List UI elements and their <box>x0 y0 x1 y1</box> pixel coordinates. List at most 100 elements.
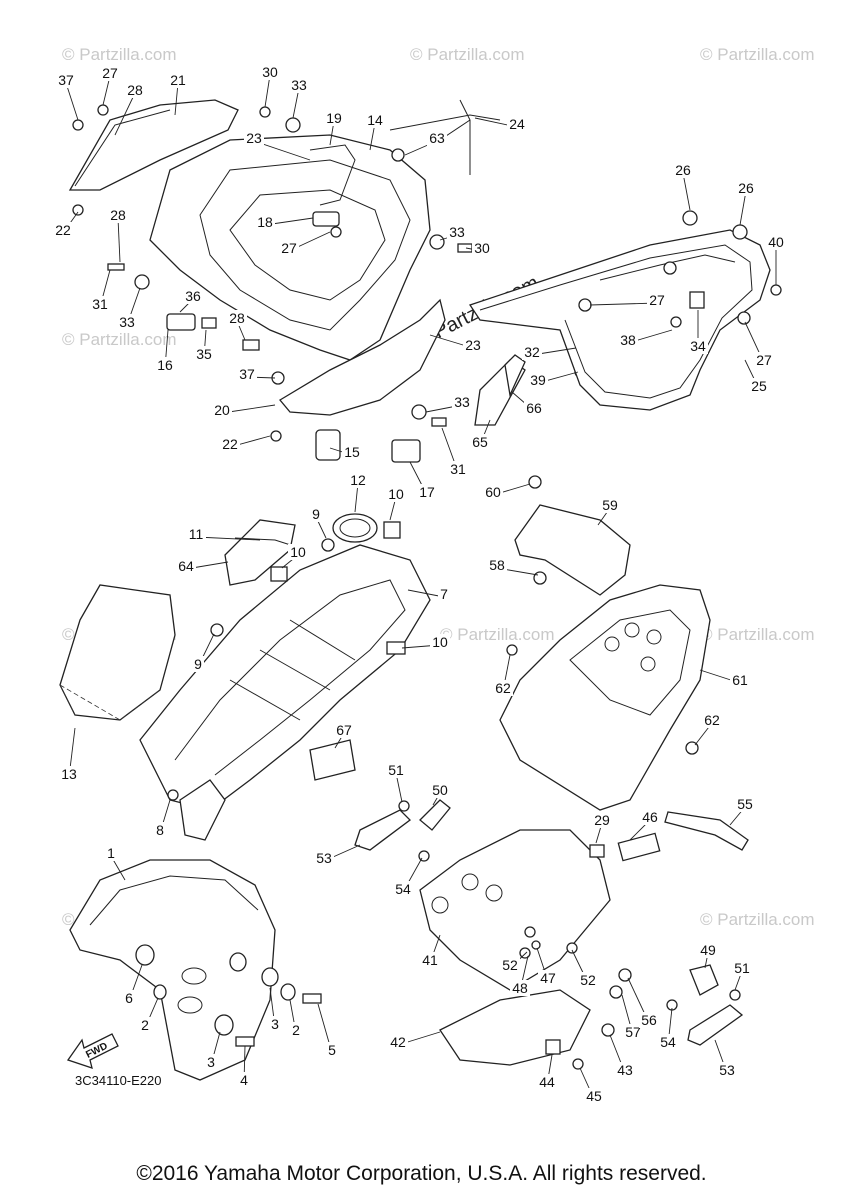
callout-background <box>615 1062 635 1078</box>
leader-line <box>739 190 747 226</box>
callout-background <box>90 296 110 312</box>
callout-label: 14 <box>367 112 383 128</box>
callout-background <box>155 357 175 373</box>
callout-label: 52 <box>580 972 596 988</box>
callout-background <box>393 881 413 897</box>
bracket-19 <box>309 144 356 206</box>
callout-background <box>447 224 467 240</box>
callout-label: 62 <box>495 680 511 696</box>
callout-label: 38 <box>620 332 636 348</box>
callout-background <box>438 586 450 602</box>
callout-background <box>334 722 354 738</box>
callout-background <box>386 486 406 502</box>
callout-label: 27 <box>756 352 772 368</box>
callout-background <box>430 782 450 798</box>
watermark-text: © Partzilla.com <box>700 910 815 929</box>
callout-background <box>702 712 722 728</box>
callout-background <box>500 957 520 973</box>
callout-label: 63 <box>429 130 445 146</box>
callout-label: 11 <box>189 526 204 542</box>
callout-label: 52 <box>502 957 518 973</box>
callout-label: 50 <box>432 782 448 798</box>
callout-background <box>244 130 264 146</box>
callout-label: 67 <box>336 722 352 738</box>
callout-background <box>117 314 137 330</box>
callout-background <box>310 506 322 522</box>
reflector-53-top <box>354 809 411 851</box>
ring-12 <box>332 513 378 543</box>
callout-background <box>430 634 450 650</box>
small-parts-lower-left <box>135 944 322 1047</box>
callout-background <box>53 222 73 238</box>
callout-label: 15 <box>344 444 360 460</box>
callout-background <box>647 292 667 308</box>
callout-label: 42 <box>390 1034 406 1050</box>
callout-label: 2 <box>141 1017 149 1033</box>
callout-background <box>324 110 344 126</box>
watermark-text: © Partzilla.com <box>410 45 525 64</box>
callout-label: 10 <box>388 486 404 502</box>
callout-label: 30 <box>262 64 278 80</box>
callout-label: 9 <box>312 506 320 522</box>
callout-label: 43 <box>617 1062 633 1078</box>
callout-background <box>538 970 558 986</box>
callout-label: 54 <box>660 1034 676 1050</box>
callout-label: 44 <box>539 1074 555 1090</box>
callout-background <box>524 400 544 416</box>
callout-label: 61 <box>732 672 748 688</box>
callout-background <box>584 1088 604 1104</box>
bracket-50 <box>419 799 451 831</box>
leader-line <box>682 172 691 211</box>
callout-label: 24 <box>509 116 525 132</box>
callout-label: 33 <box>119 314 135 330</box>
callout-label: 31 <box>450 461 466 477</box>
callout-label: 23 <box>465 337 481 353</box>
callout-label: 19 <box>326 110 342 126</box>
callout-label: 58 <box>489 557 505 573</box>
callout-background <box>730 672 750 688</box>
callout-background <box>348 472 368 488</box>
callout-background <box>205 1054 217 1070</box>
side-cover-right-20 <box>279 298 446 416</box>
callout-background <box>227 310 247 326</box>
callout-label: 2 <box>292 1022 300 1038</box>
callout-label: 46 <box>642 809 658 825</box>
rear-fender-41 <box>419 829 611 991</box>
sheet-67 <box>309 739 356 781</box>
callout-label: 29 <box>594 812 610 828</box>
callout-background <box>493 680 513 696</box>
callout-background <box>342 444 362 460</box>
callout-background <box>125 82 145 98</box>
callout-background <box>289 77 309 93</box>
callout-label: 21 <box>170 72 186 88</box>
callout-label: 57 <box>625 1024 641 1040</box>
callout-label: 51 <box>734 960 750 976</box>
watermark-text: © Partzilla.com <box>62 45 177 64</box>
callout-label: 34 <box>690 338 706 354</box>
callout-label: 22 <box>222 436 238 452</box>
leader-line <box>174 82 179 116</box>
callout-label: 35 <box>196 346 212 362</box>
license-bracket-55 <box>664 811 749 851</box>
flap-42 <box>439 989 591 1066</box>
callout-background <box>463 337 483 353</box>
callout-background <box>483 484 503 500</box>
callout-background <box>487 557 507 573</box>
copyright-notice: ©2016 Yamaha Motor Corporation, U.S.A. A… <box>136 1162 707 1185</box>
callout-label: 55 <box>737 796 753 812</box>
callout-background <box>260 64 280 80</box>
callout-label: 33 <box>454 394 470 410</box>
callout-label: 45 <box>586 1088 602 1104</box>
callout-label: 49 <box>700 942 716 958</box>
battery-holder-13 <box>59 584 176 721</box>
callout-background <box>192 656 204 672</box>
callout-background <box>139 1017 151 1033</box>
callout-background <box>717 1062 737 1078</box>
callout-background <box>448 461 468 477</box>
callout-label: 6 <box>125 990 133 1006</box>
callout-label: 37 <box>58 72 74 88</box>
callout-label: 30 <box>474 240 490 256</box>
callout-label: 33 <box>291 77 307 93</box>
callout-background <box>186 526 206 542</box>
